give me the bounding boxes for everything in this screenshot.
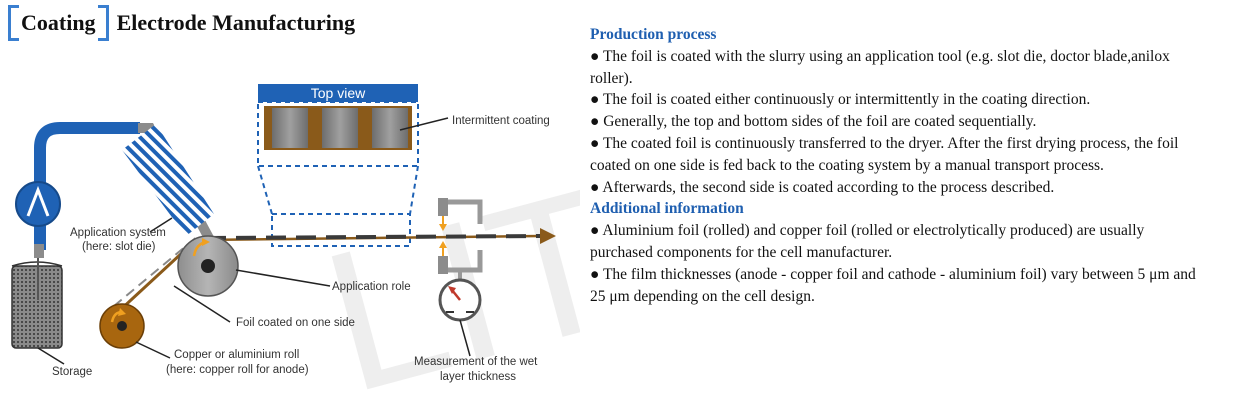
- top-view-label: Top view: [311, 85, 366, 101]
- label-measurement-1: Measurement of the wet: [414, 356, 538, 368]
- application-roll: [177, 235, 239, 297]
- additional-heading: Additional information: [590, 200, 744, 218]
- additional-item: ● The film thicknesses (anode - copper f…: [590, 265, 1196, 305]
- pump-icon: [15, 181, 61, 227]
- production-item: ● The foil is coated either continuously…: [590, 91, 1091, 109]
- page-title: Coating Electrode Manufacturing: [8, 5, 356, 41]
- storage-tank: [11, 244, 63, 349]
- title-bracket-left: [8, 5, 19, 41]
- title-main-text: Electrode Manufacturing: [116, 10, 356, 35]
- text-panel: Production process ● The foil is coated …: [590, 24, 1210, 307]
- label-application-system-2: (here: slot die): [82, 241, 156, 253]
- production-item: ● The coated foil is continuously transf…: [590, 134, 1179, 174]
- label-measurement-2: layer thickness: [440, 371, 516, 383]
- title-bracket-right: [97, 5, 109, 41]
- production-heading: Production process: [590, 26, 717, 43]
- label-foil-coated: Foil coated on one side: [236, 317, 355, 329]
- copper-roll: [99, 303, 145, 349]
- measurement-device: [438, 198, 483, 322]
- title-boxed-word: Coating: [21, 10, 96, 35]
- slot-die: [122, 124, 214, 236]
- label-application-role: Application role: [332, 281, 411, 293]
- top-view-panel: Top view: [257, 84, 419, 247]
- label-application-system-1: Application system: [70, 227, 166, 239]
- label-intermittent-coating: Intermittent coating: [452, 115, 550, 127]
- production-item: ● Generally, the top and bottom sides of…: [590, 113, 1037, 131]
- label-storage: Storage: [52, 366, 92, 378]
- label-roll-2: (here: copper roll for anode): [166, 364, 309, 376]
- production-item: ● The foil is coated with the slurry usi…: [590, 47, 1170, 87]
- additional-item: ● Aluminium foil (rolled) and copper foi…: [590, 222, 1145, 261]
- production-item: ● Afterwards, the second side is coated …: [590, 178, 1055, 196]
- coating-diagram: LIT Top view: [0, 40, 580, 416]
- label-roll-1: Copper or aluminium roll: [174, 349, 299, 361]
